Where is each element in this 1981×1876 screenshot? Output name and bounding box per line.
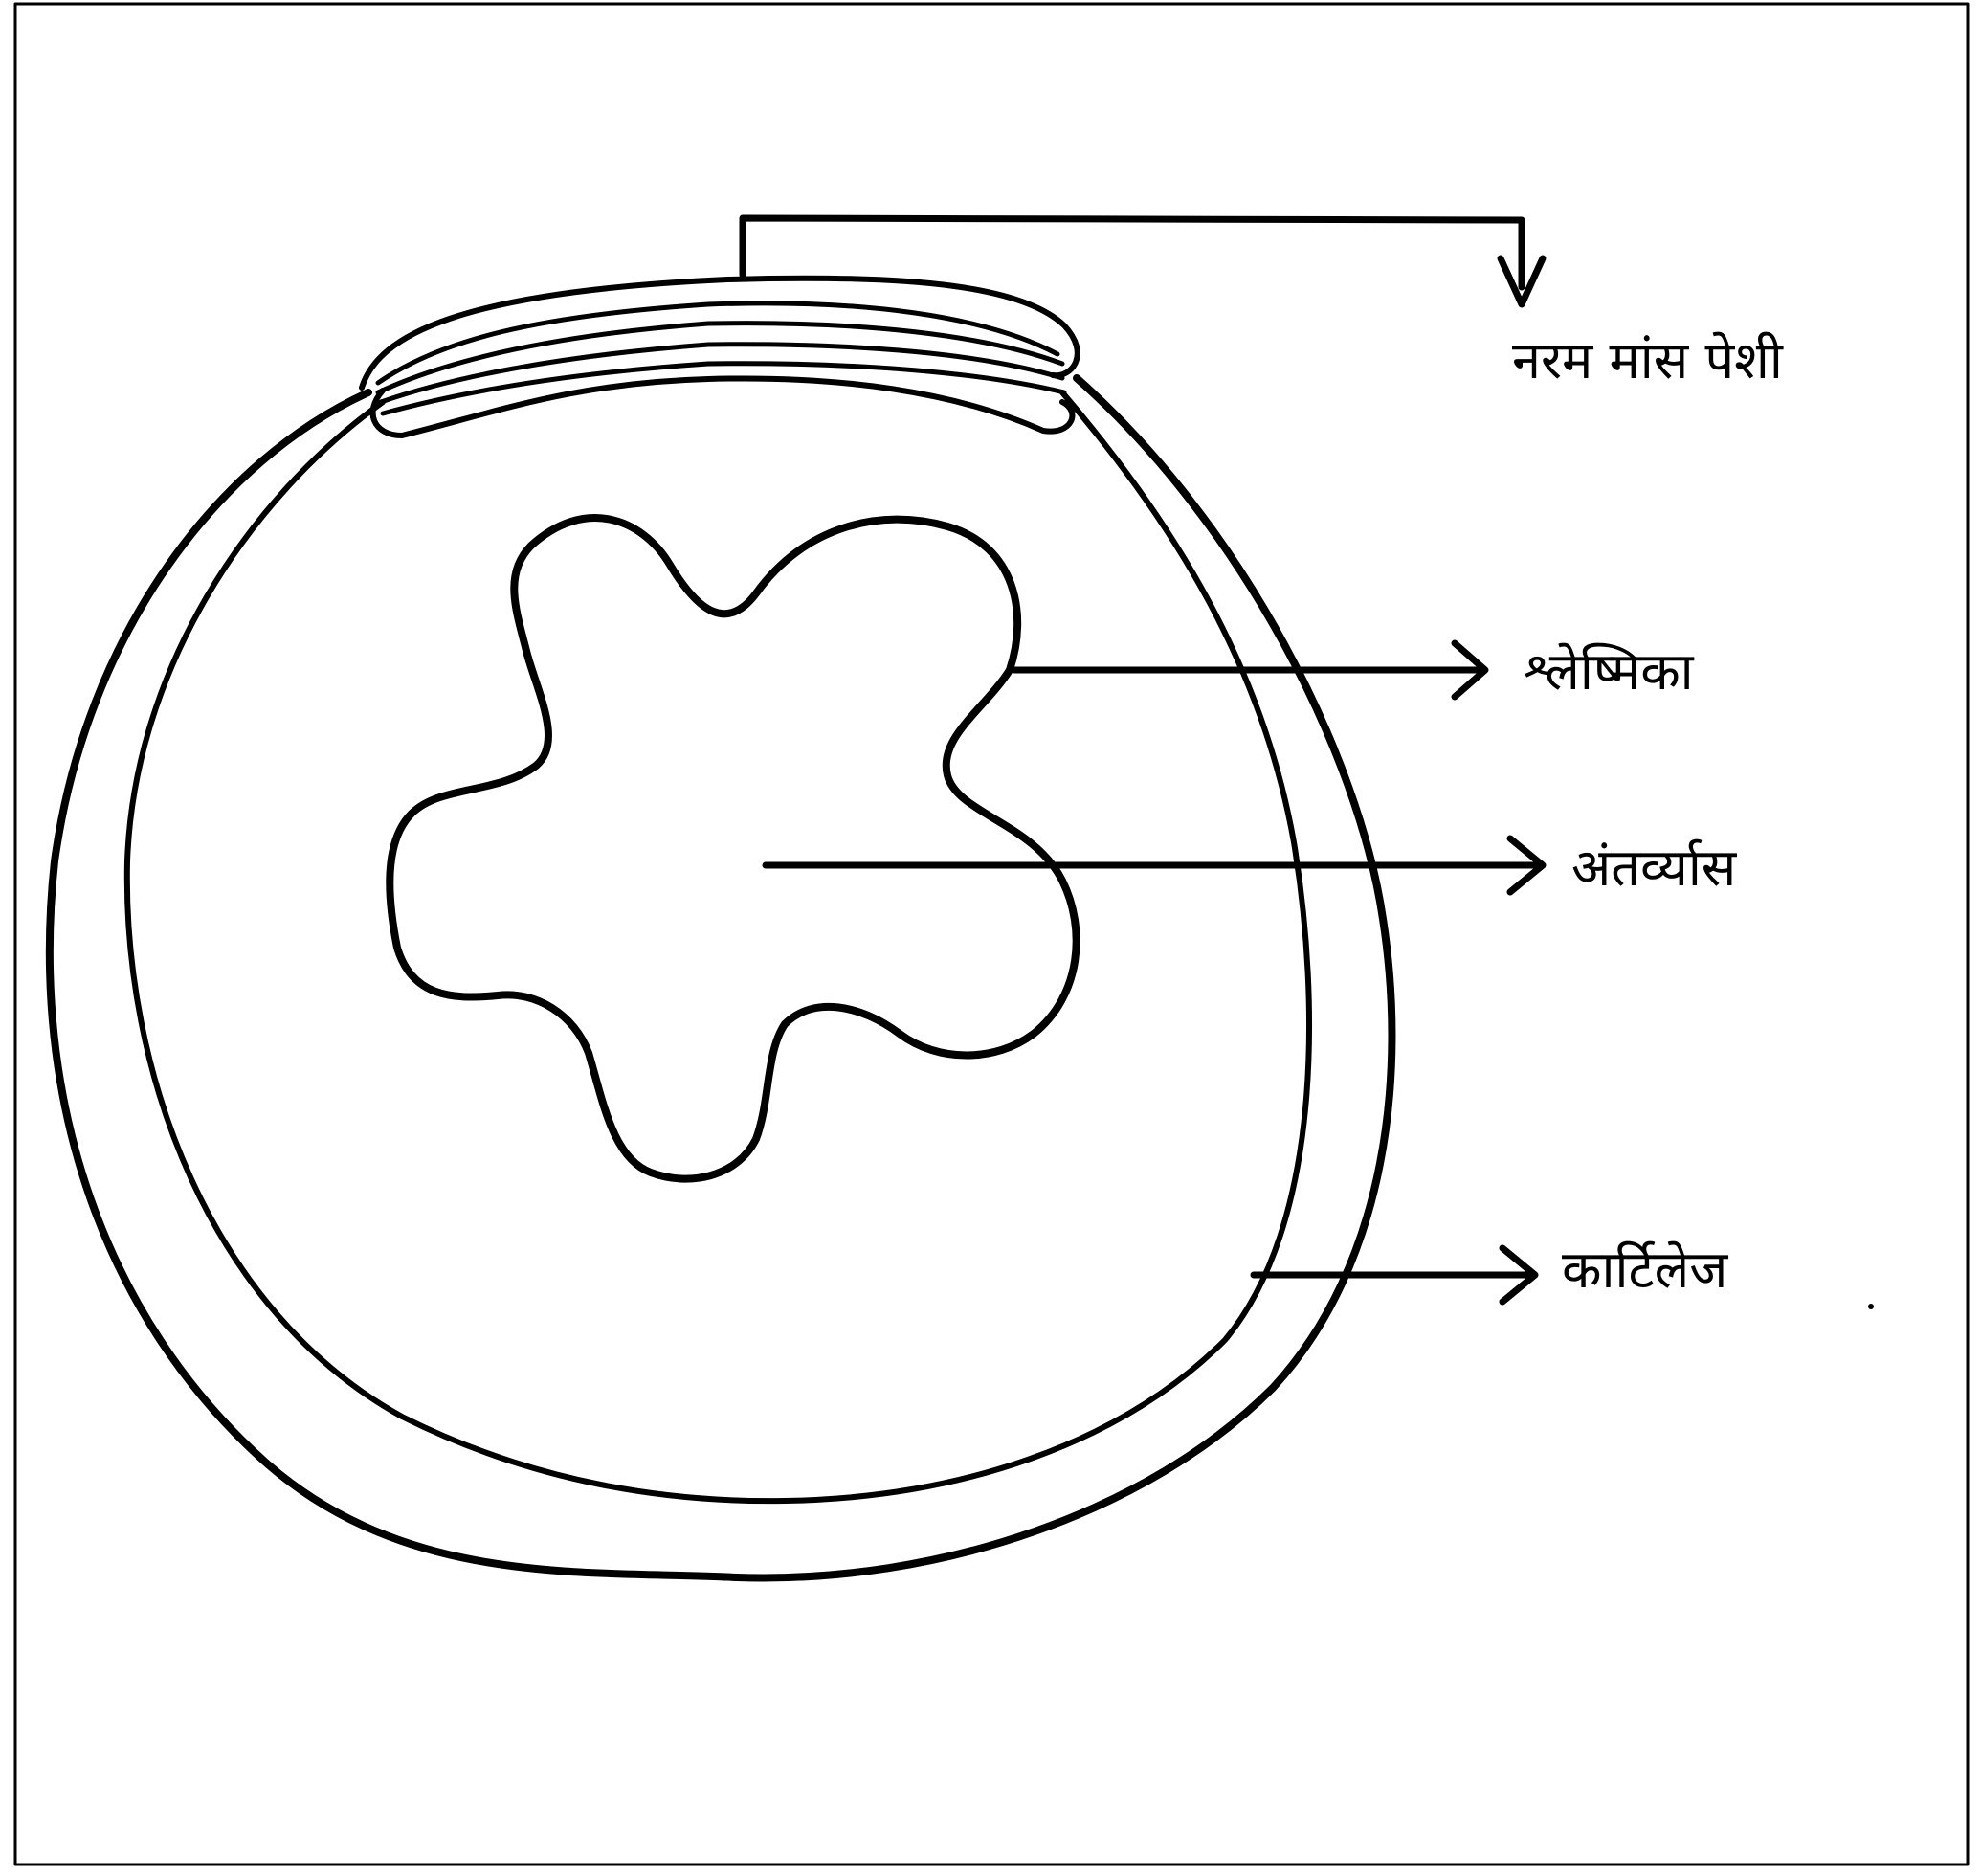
diagram-frame bbox=[15, 4, 1968, 1865]
smooth-muscle-band bbox=[362, 279, 1078, 436]
label-smooth-muscle: नरम मांस पेशी bbox=[1512, 330, 1784, 391]
label-mucosa: श्लेष्मिका bbox=[1524, 641, 1695, 702]
cartilage-ring-inner bbox=[127, 392, 1309, 1501]
stray-dot bbox=[1868, 1304, 1874, 1309]
mucosa-folds bbox=[390, 518, 1076, 1179]
cartilage-ring-outer bbox=[50, 378, 1392, 1577]
label-lumen: अंतर्व्यास bbox=[1571, 838, 1738, 898]
label-cartilage: कार्टिलेज bbox=[1562, 1240, 1728, 1300]
